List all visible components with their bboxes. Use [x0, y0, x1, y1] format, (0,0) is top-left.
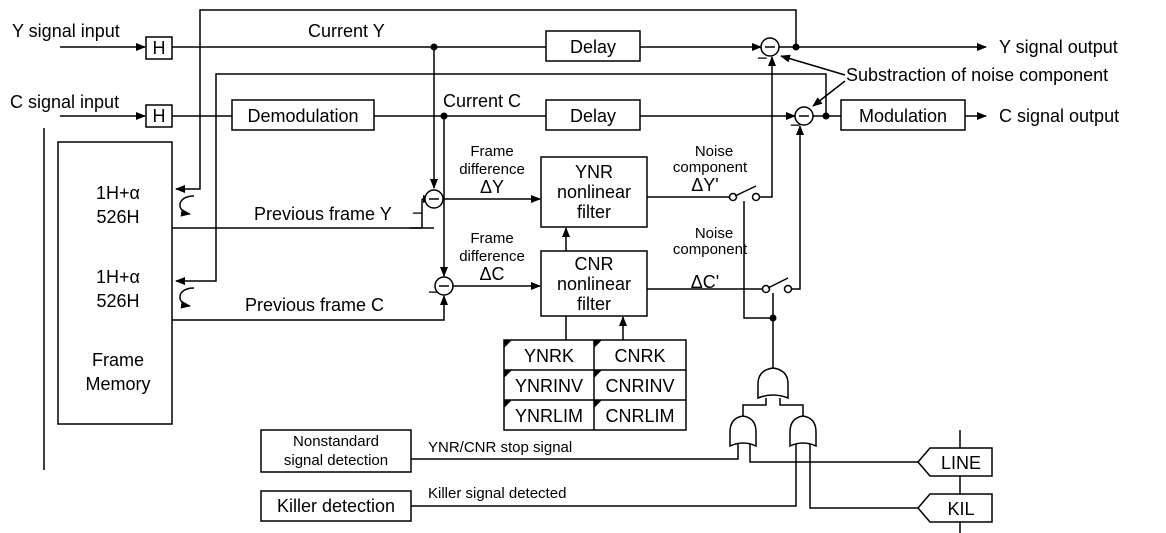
- kil-pin-label: KIL: [947, 499, 974, 519]
- ynr-line2: nonlinear: [557, 182, 631, 202]
- y-delay-label: Delay: [570, 37, 616, 57]
- delta-c-label: ΔC: [479, 264, 504, 284]
- prev-y-minus: −: [412, 203, 423, 223]
- noise-y-line1: Noise: [695, 143, 733, 160]
- y-h-label: H: [153, 38, 166, 58]
- modulation-label: Modulation: [859, 106, 947, 126]
- c-signal-input-label: C signal input: [10, 92, 119, 112]
- y-signal-input-label: Y signal input: [12, 21, 120, 41]
- register-table: [503, 339, 687, 431]
- delta-y-label: ΔY: [480, 177, 504, 197]
- demodulation-block: [231, 99, 375, 131]
- reg-cnrlim: CNRLIM: [605, 406, 674, 426]
- line-pin: [917, 447, 993, 477]
- mem1-line1: 1H+α: [96, 183, 140, 203]
- c-sub-minus: −: [790, 115, 801, 135]
- c-h-label: H: [153, 106, 166, 126]
- y-noise-to-subtractor-wire: [760, 56, 776, 198]
- c-switch-blade: [767, 277, 789, 289]
- mem1-line2: 526H: [96, 207, 139, 227]
- mem2-line2: 526H: [96, 291, 139, 311]
- ynr-line1: YNR: [575, 162, 613, 182]
- cnr-line1: CNR: [575, 254, 614, 274]
- y-sub-minus: −: [757, 48, 768, 68]
- stop-signal-wire: [411, 444, 739, 460]
- kil-pin: [917, 493, 993, 523]
- y-switch-contact-a: [728, 192, 738, 202]
- c-signal-output-label: C signal output: [999, 106, 1119, 126]
- prev-frame-y-label: Previous frame Y: [254, 204, 392, 224]
- killer-detection-label: Killer detection: [277, 496, 395, 516]
- current-c-label: Current C: [443, 91, 521, 111]
- c-noise-to-subtractor-wire: [792, 125, 804, 290]
- frame-memory-line2: Memory: [85, 374, 150, 394]
- reg-cnrinv: CNRINV: [605, 376, 674, 396]
- killer-signal-label: Killer signal detected: [428, 485, 566, 502]
- c-delay-label: Delay: [570, 106, 616, 126]
- mem2-loop-icon: [179, 287, 195, 309]
- nonstandard-line2: signal detection: [284, 452, 388, 469]
- modulation-block: [840, 99, 966, 131]
- c-feedback-wire: [175, 73, 827, 285]
- mem1-loop-icon: [179, 195, 195, 217]
- y-signal-output-label: Y signal output: [999, 37, 1118, 57]
- noise-y-line2: component: [673, 159, 748, 176]
- ynr-line3: filter: [577, 202, 611, 222]
- cnr-line3: filter: [577, 294, 611, 314]
- or-top-in-right: [779, 398, 804, 416]
- or-gate-left: [729, 415, 757, 448]
- subtraction-arrow-y: [780, 54, 846, 76]
- c-switch-contact-a: [761, 284, 771, 294]
- y-switch-blade: [734, 185, 757, 197]
- y-h-delay-box: [145, 36, 173, 60]
- nonstandard-detection-block: [260, 429, 412, 473]
- stop-signal-label: YNR/CNR stop signal: [428, 439, 572, 456]
- reg-ynrinv: YNRINV: [515, 376, 583, 396]
- switch-control-wire: [743, 201, 774, 319]
- nonstandard-line1: Nonstandard: [293, 433, 379, 450]
- or-gate-right: [789, 415, 817, 448]
- or-gate-top: [757, 367, 789, 400]
- line-pin-label: LINE: [941, 453, 981, 473]
- noise-c-line2: component: [673, 241, 748, 258]
- kil-pin-wire: [809, 444, 918, 509]
- delta-y-prime-label: ΔY': [691, 175, 718, 195]
- c-switch-contact-b: [783, 284, 793, 294]
- prev-frame-c-label: Previous frame C: [245, 295, 384, 315]
- frame-memory-block: [57, 141, 173, 425]
- line-pin-wire: [749, 444, 918, 463]
- mem2-line1: 1H+α: [96, 267, 140, 287]
- reg-ynrk: YNRK: [524, 346, 574, 366]
- frame-diff-y-line1: Frame: [470, 143, 513, 160]
- current-y-label: Current Y: [308, 21, 385, 41]
- reg-cnrk: CNRK: [614, 346, 665, 366]
- subtraction-label: Substraction of noise component: [846, 65, 1108, 85]
- subtraction-arrow-c: [812, 80, 846, 107]
- frame-diff-c-line2: difference: [459, 248, 525, 265]
- y-feedback-wire: [175, 9, 797, 193]
- demodulation-label: Demodulation: [247, 106, 358, 126]
- killer-signal-wire: [411, 444, 797, 507]
- delta-c-prime-label: ΔC': [691, 272, 719, 292]
- reg-ynrlim: YNRLIM: [515, 406, 583, 426]
- frame-diff-y-line2: difference: [459, 161, 525, 178]
- prev-frame-c-wire: [172, 295, 448, 321]
- y-delay-block: [545, 30, 641, 62]
- y-switch-contact-b: [751, 192, 761, 202]
- prev-c-minus: −: [428, 282, 439, 302]
- or-top-in-left: [742, 398, 767, 416]
- ynr-filter-block: [540, 156, 648, 228]
- frame-memory-line1: Frame: [92, 350, 144, 370]
- c-delay-block: [545, 99, 641, 131]
- noise-c-line1: Noise: [695, 225, 733, 242]
- cnr-filter-block: [540, 250, 648, 317]
- cnr-line2: nonlinear: [557, 274, 631, 294]
- frame-diff-c-line1: Frame: [470, 230, 513, 247]
